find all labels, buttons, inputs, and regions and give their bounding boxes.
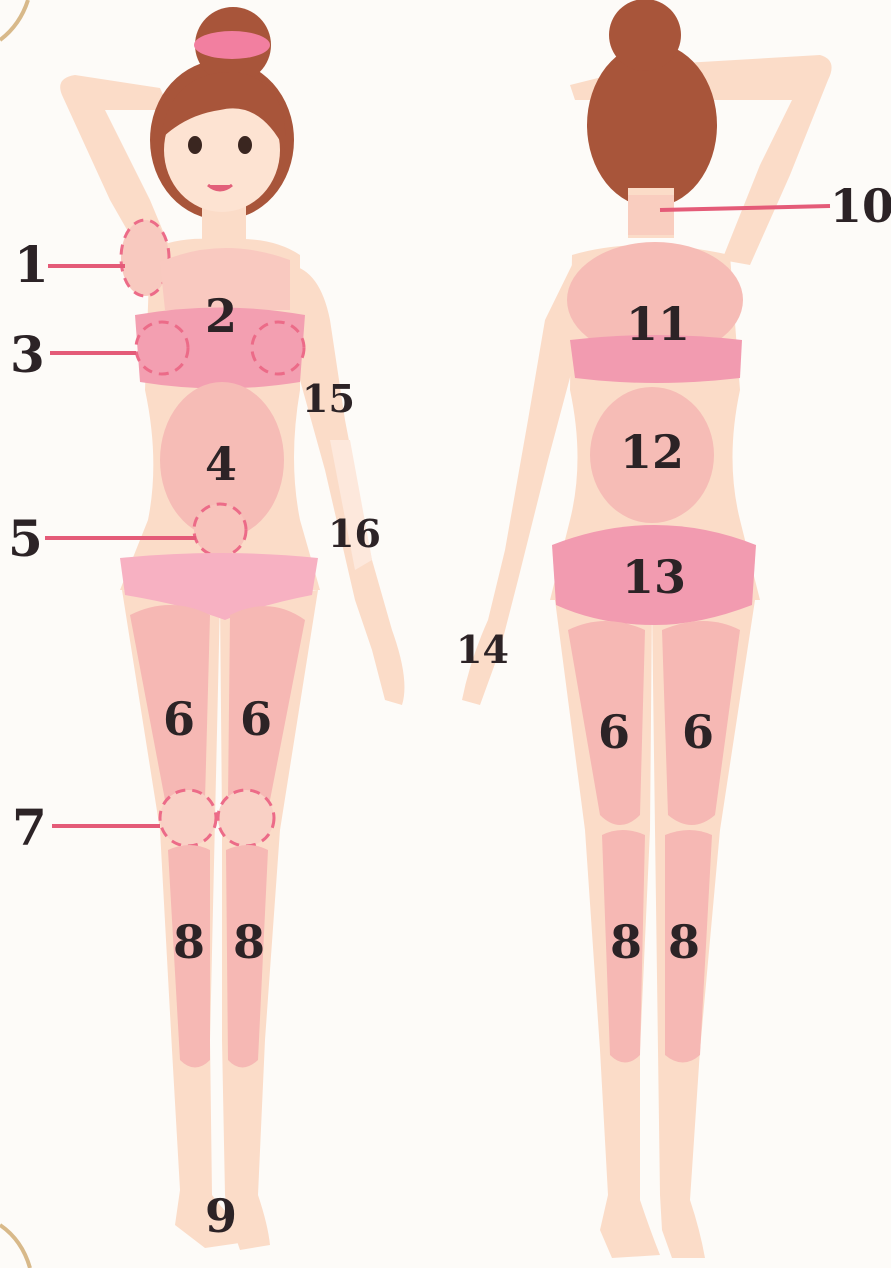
back-hair-bun xyxy=(609,0,681,71)
label-nape: 10 xyxy=(830,179,891,233)
label-knee: 7 xyxy=(12,798,47,857)
front-scrunchie xyxy=(194,31,270,59)
label-lower-leg-front-left: 8 xyxy=(173,915,205,969)
label-thigh-front-left: 6 xyxy=(163,692,195,746)
label-feet: 9 xyxy=(205,1189,237,1243)
label-upper-arm: 15 xyxy=(302,376,355,421)
label-thigh-back-right: 6 xyxy=(682,705,714,759)
label-forearm: 16 xyxy=(328,511,381,556)
zone-underarm xyxy=(121,220,169,296)
label-lower-back: 12 xyxy=(620,425,684,479)
label-thigh-front-right: 6 xyxy=(240,692,272,746)
front-mouth xyxy=(208,185,232,190)
zone-knee-right xyxy=(218,790,274,846)
label-chest: 2 xyxy=(205,289,237,343)
label-hand: 14 xyxy=(456,627,509,672)
label-upper-back: 11 xyxy=(626,297,690,351)
front-eye-right xyxy=(238,136,252,154)
frame-arc-bottom xyxy=(0,1225,30,1268)
front-figure xyxy=(45,7,404,1250)
label-abdomen: 4 xyxy=(205,437,237,491)
zone-navel xyxy=(194,504,246,556)
pointer-10 xyxy=(660,206,830,210)
frame-arc-top xyxy=(0,0,28,40)
front-eye-left xyxy=(188,136,202,154)
label-buttocks: 13 xyxy=(622,550,686,604)
zone-nape xyxy=(628,195,674,235)
label-lower-leg-back-left: 8 xyxy=(610,915,642,969)
back-figure xyxy=(462,0,832,1258)
label-navel: 5 xyxy=(8,509,43,568)
label-lower-leg-front-right: 8 xyxy=(233,915,265,969)
zone-knee-left xyxy=(160,790,216,846)
label-breast: 3 xyxy=(10,325,45,384)
label-lower-leg-back-right: 8 xyxy=(668,915,700,969)
label-underarm: 1 xyxy=(14,235,49,294)
label-thigh-back-left: 6 xyxy=(598,705,630,759)
